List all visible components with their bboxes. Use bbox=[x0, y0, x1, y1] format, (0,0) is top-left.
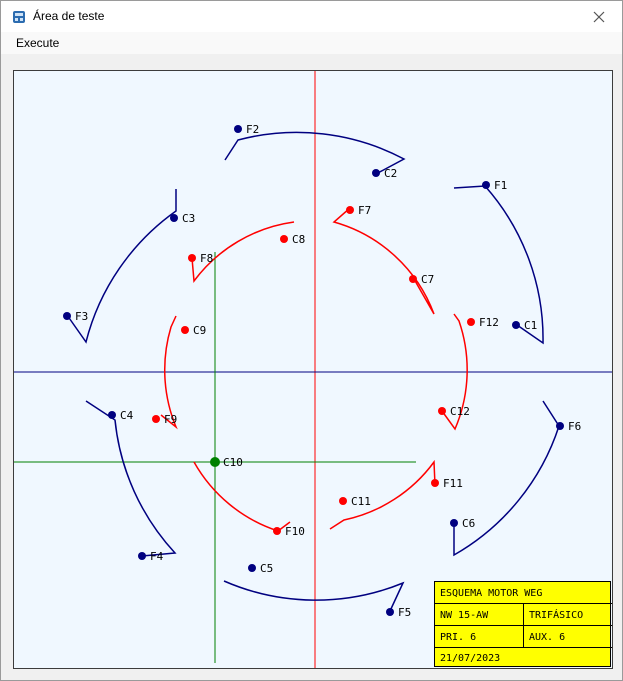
outer-terminal-c4 bbox=[108, 411, 116, 419]
info-title: ESQUEMA MOTOR WEG bbox=[440, 588, 543, 599]
outer-coil-6 bbox=[453, 400, 560, 557]
inner-terminal-f10 bbox=[273, 527, 281, 535]
inner-label-f11: F11 bbox=[443, 477, 463, 490]
inner-terminal-f12 bbox=[467, 318, 475, 326]
inner-terminal-f7 bbox=[346, 206, 354, 214]
outer-label-c2: C2 bbox=[384, 167, 397, 180]
inner-label-c10: C10 bbox=[223, 456, 243, 469]
inner-coil-1 bbox=[332, 207, 435, 315]
outer-terminal-c1 bbox=[512, 321, 520, 329]
title-bar[interactable]: Área de teste bbox=[1, 1, 622, 32]
outer-terminal-f3 bbox=[63, 312, 71, 320]
inner-coil-2 bbox=[191, 221, 295, 284]
inner-label-c12: C12 bbox=[450, 405, 470, 418]
menu-bar: Execute bbox=[1, 32, 622, 54]
outer-label-f6: F6 bbox=[568, 420, 581, 433]
window-title: Área de teste bbox=[33, 9, 105, 23]
outer-label-c3: C3 bbox=[182, 212, 195, 225]
inner-label-c11: C11 bbox=[351, 495, 371, 508]
inner-label-f7: F7 bbox=[358, 204, 371, 217]
inner-terminal-f8 bbox=[188, 254, 196, 262]
outer-label-c1: C1 bbox=[524, 319, 537, 332]
inner-label-f8: F8 bbox=[200, 252, 213, 265]
outer-label-f4: F4 bbox=[150, 550, 164, 563]
inner-label-c8: C8 bbox=[292, 233, 305, 246]
outer-label-c6: C6 bbox=[462, 517, 475, 530]
outer-label-c4: C4 bbox=[120, 409, 134, 422]
menu-execute[interactable]: Execute bbox=[16, 36, 60, 50]
close-button[interactable] bbox=[576, 1, 622, 32]
info-primary: PRI. 6 bbox=[440, 632, 477, 643]
app-window-icon bbox=[13, 11, 25, 23]
inner-label-c7: C7 bbox=[421, 273, 434, 286]
outer-terminal-f6 bbox=[556, 422, 564, 430]
outer-terminal-c6 bbox=[450, 519, 458, 527]
inner-terminal-f9 bbox=[152, 415, 160, 423]
inner-terminal-c7 bbox=[409, 275, 417, 283]
outer-coil-5 bbox=[223, 580, 405, 612]
inner-coil-6 bbox=[441, 313, 468, 431]
inner-terminal-c8 bbox=[280, 235, 288, 243]
outer-terminal-f2 bbox=[234, 125, 242, 133]
inner-terminal-c9 bbox=[181, 326, 189, 334]
inner-label-f10: F10 bbox=[285, 525, 305, 538]
inner-terminal-c10 bbox=[210, 457, 220, 467]
inner-label-f12: F12 bbox=[479, 316, 499, 329]
outer-terminal-c5 bbox=[248, 564, 256, 572]
inner-terminal-f11 bbox=[431, 479, 439, 487]
inner-label-f9: F9 bbox=[164, 413, 177, 426]
info-auxiliary: AUX. 6 bbox=[529, 632, 566, 643]
inner-coil-5 bbox=[329, 459, 436, 530]
info-table: ESQUEMA MOTOR WEG NW 15-AW TRIFÁSICO PRI… bbox=[434, 581, 612, 667]
outer-label-f1: F1 bbox=[494, 179, 507, 192]
info-date: 21/07/2023 bbox=[440, 653, 501, 664]
outer-coil-3 bbox=[66, 189, 177, 344]
outer-terminal-c2 bbox=[372, 169, 380, 177]
outer-coil-2 bbox=[453, 185, 544, 345]
outer-terminal-f5 bbox=[386, 608, 394, 616]
inner-terminal-c11 bbox=[339, 497, 347, 505]
outer-label-f2: F2 bbox=[246, 123, 259, 136]
inner-label-c9: C9 bbox=[193, 324, 206, 337]
outer-terminal-f1 bbox=[482, 181, 490, 189]
outer-label-f5: F5 bbox=[398, 606, 411, 619]
outer-terminal-f4 bbox=[138, 552, 146, 560]
close-icon bbox=[593, 11, 605, 22]
inner-terminal-c12 bbox=[438, 407, 446, 415]
outer-label-c5: C5 bbox=[260, 562, 273, 575]
outer-coil-4 bbox=[85, 400, 177, 557]
info-phase: TRIFÁSICO bbox=[529, 610, 584, 621]
outer-terminal-c3 bbox=[170, 214, 178, 222]
inner-coil-3 bbox=[160, 315, 178, 430]
outer-label-f3: F3 bbox=[75, 310, 88, 323]
outer-coil-1 bbox=[224, 131, 406, 175]
inner-coil-4 bbox=[193, 461, 291, 532]
info-model: NW 15-AW bbox=[440, 610, 489, 621]
